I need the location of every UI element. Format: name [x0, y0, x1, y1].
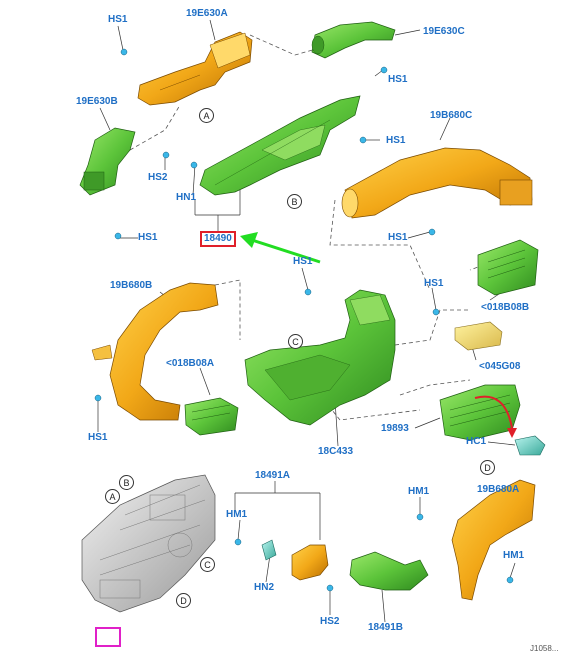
label-18490-highlighted[interactable]: 18490 — [200, 231, 236, 247]
label-18491A[interactable]: 18491A — [255, 470, 291, 481]
label-hs1-left-1[interactable]: HS1 — [138, 232, 158, 243]
callout-a-top: A — [199, 108, 214, 123]
label-19B680A[interactable]: 19B680A — [477, 484, 520, 495]
label-19E630B[interactable]: 19E630B — [76, 96, 118, 107]
duct-18491B-shape — [349, 551, 429, 591]
label-hs2-bottom[interactable]: HS2 — [320, 616, 340, 627]
label-018B08A[interactable]: <018B08A — [166, 358, 215, 369]
callout-b-top: B — [287, 194, 302, 209]
vent-19893-shape — [439, 384, 521, 441]
label-hs1-top[interactable]: HS1 — [108, 14, 128, 25]
label-19B680C[interactable]: 19B680C — [430, 110, 473, 121]
label-hs1-right-1[interactable]: HS1 — [388, 74, 408, 85]
label-hn2[interactable]: HN2 — [254, 582, 275, 593]
label-19E630C[interactable]: 19E630C — [423, 26, 465, 37]
clip-HC1-shape — [514, 435, 546, 456]
label-045G08[interactable]: <045G08 — [479, 361, 521, 372]
label-19E630A[interactable]: 19E630A — [186, 8, 228, 19]
callout-b-hvac: B — [119, 475, 134, 490]
label-hn1[interactable]: HN1 — [176, 192, 197, 203]
red-arrow-icon — [474, 395, 517, 438]
clip-HN2-shape — [261, 539, 277, 561]
label-018B08B[interactable]: <018B08B — [481, 302, 530, 313]
label-19893[interactable]: 19893 — [381, 423, 409, 434]
label-hm1-left[interactable]: HM1 — [226, 509, 248, 520]
label-hs1-mid[interactable]: HS1 — [386, 135, 406, 146]
callout-c-mid: C — [288, 334, 303, 349]
label-18491B[interactable]: 18491B — [368, 622, 404, 633]
label-hc1[interactable]: HC1 — [466, 436, 487, 447]
label-hm1-far-right[interactable]: HM1 — [503, 550, 525, 561]
drawing-code: J1058... — [530, 644, 559, 653]
callout-a-hvac: A — [105, 489, 120, 504]
callout-d-hvac: D — [176, 593, 191, 608]
label-hm1-right[interactable]: HM1 — [408, 486, 430, 497]
label-hs1-left-2[interactable]: HS1 — [88, 432, 108, 443]
fasteners — [94, 48, 514, 592]
green-arrow-icon — [240, 232, 321, 264]
duct-19B680C-shape — [341, 147, 533, 219]
duct-19E630B-shape — [79, 127, 136, 196]
label-hs1-center[interactable]: HS1 — [293, 256, 313, 267]
label-18C433[interactable]: 18C433 — [318, 446, 354, 457]
vent-018B08B-shape — [477, 239, 539, 296]
callout-c-hvac: C — [200, 557, 215, 572]
expand-view-button[interactable] — [95, 627, 121, 647]
label-hs1-right-3[interactable]: HS1 — [424, 278, 444, 289]
duct-19E630A-shape — [137, 31, 253, 106]
label-hs1-right-2[interactable]: HS1 — [388, 232, 408, 243]
duct-19B680B-shape — [91, 282, 219, 421]
hvac-unit-shape — [81, 474, 216, 613]
part-045G08-shape — [454, 321, 503, 351]
bracket-18491A-shape — [291, 544, 329, 581]
label-19B680B[interactable]: 19B680B — [110, 280, 153, 291]
duct-19E630C-shape — [311, 21, 396, 59]
label-hs2[interactable]: HS2 — [148, 172, 168, 183]
vent-018B08A-shape — [184, 397, 239, 436]
duct-19B680A-shape — [451, 479, 536, 601]
assembly-18C433-shape — [244, 289, 396, 426]
callout-d-right: D — [480, 460, 495, 475]
manifold-18490-shape — [199, 95, 361, 196]
